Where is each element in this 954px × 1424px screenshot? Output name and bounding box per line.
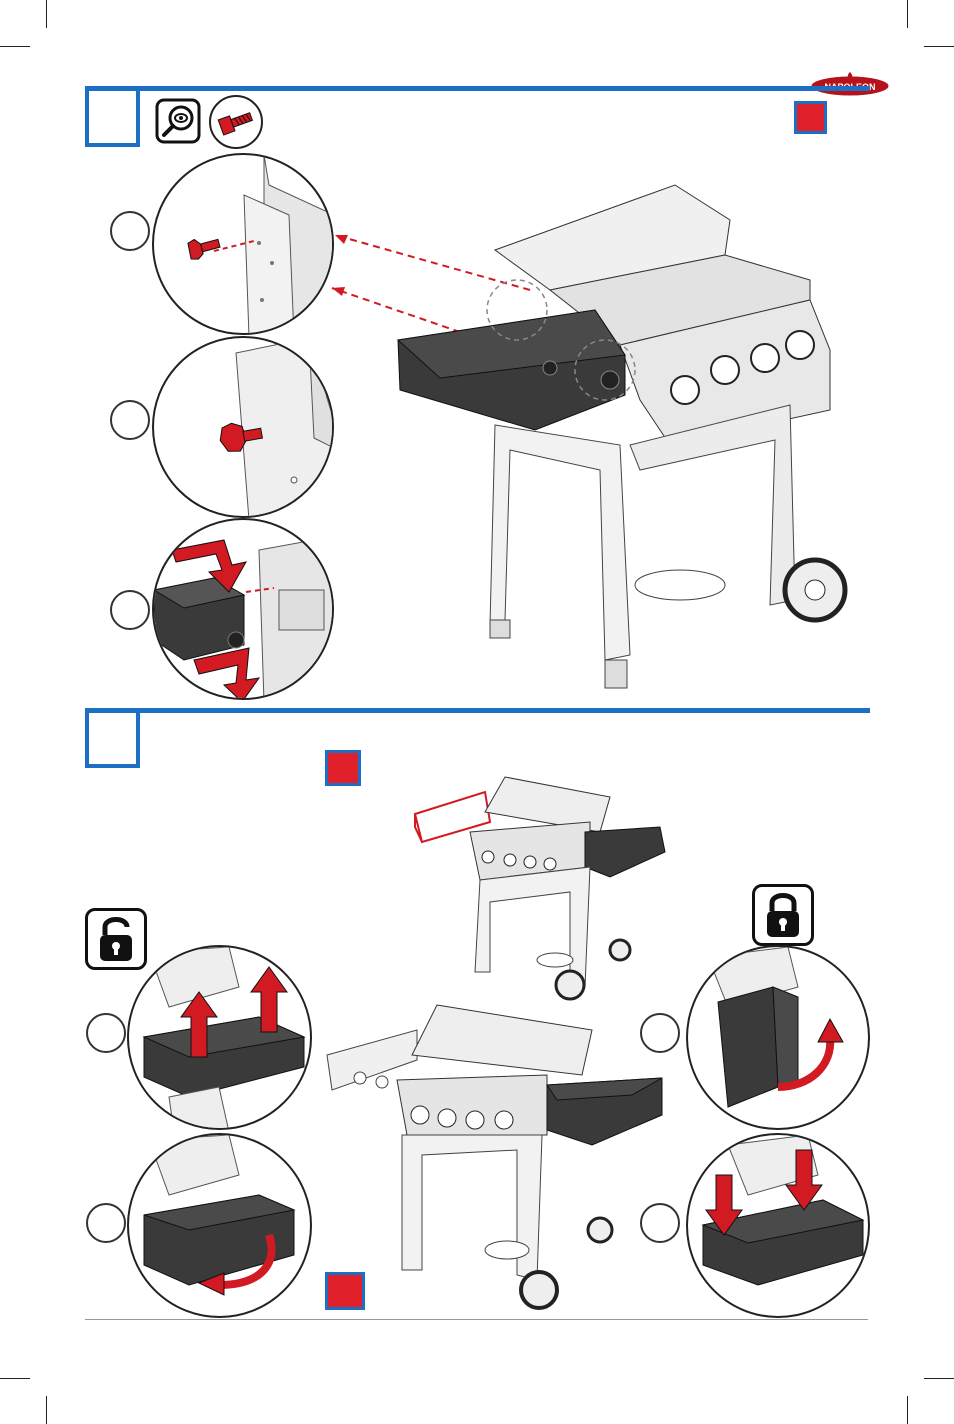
grill-overview-illustration (410, 772, 675, 1002)
crop-mark (924, 46, 954, 47)
part-marker-square (794, 101, 827, 134)
substep-2-circle (640, 1203, 680, 1243)
crop-mark (924, 1378, 954, 1379)
crop-mark (907, 1396, 908, 1424)
detail-3-shelf-mount (152, 518, 334, 700)
inspect-icon (155, 98, 201, 144)
substep-3-circle (110, 590, 150, 630)
locked-padlock-icon (752, 884, 814, 946)
footer-divider (85, 1319, 868, 1320)
substep-2-circle (86, 1203, 126, 1243)
grill-shelves-illustration (322, 1000, 667, 1312)
step1-rule (85, 86, 870, 91)
screw-icon (208, 94, 264, 150)
detail-lift-shelf (127, 945, 312, 1130)
detail-1-screw-insert (152, 153, 334, 335)
substep-1-circle (86, 1013, 126, 1053)
crop-mark (46, 1396, 47, 1424)
crop-mark (907, 0, 908, 28)
napoleon-logo: NAPOLEON (810, 70, 890, 98)
substep-1-circle (640, 1013, 680, 1053)
grill-assembly-illustration (320, 180, 860, 695)
detail-fold-shelf (127, 1133, 312, 1318)
step2-number-box (85, 712, 140, 768)
part-marker-square (325, 750, 361, 786)
substep-1-circle (110, 211, 150, 251)
detail-press-shelf (686, 1133, 870, 1318)
part-marker-square (325, 1272, 365, 1310)
unlocked-padlock-icon (85, 908, 147, 970)
detail-raise-shelf (686, 945, 870, 1130)
crop-mark (46, 0, 47, 28)
step2-rule (85, 708, 870, 713)
crop-mark (0, 1378, 30, 1379)
step1-number-box (85, 90, 140, 147)
substep-2-circle (110, 400, 150, 440)
detail-2-screw-installed (152, 336, 334, 518)
crop-mark (0, 46, 30, 47)
